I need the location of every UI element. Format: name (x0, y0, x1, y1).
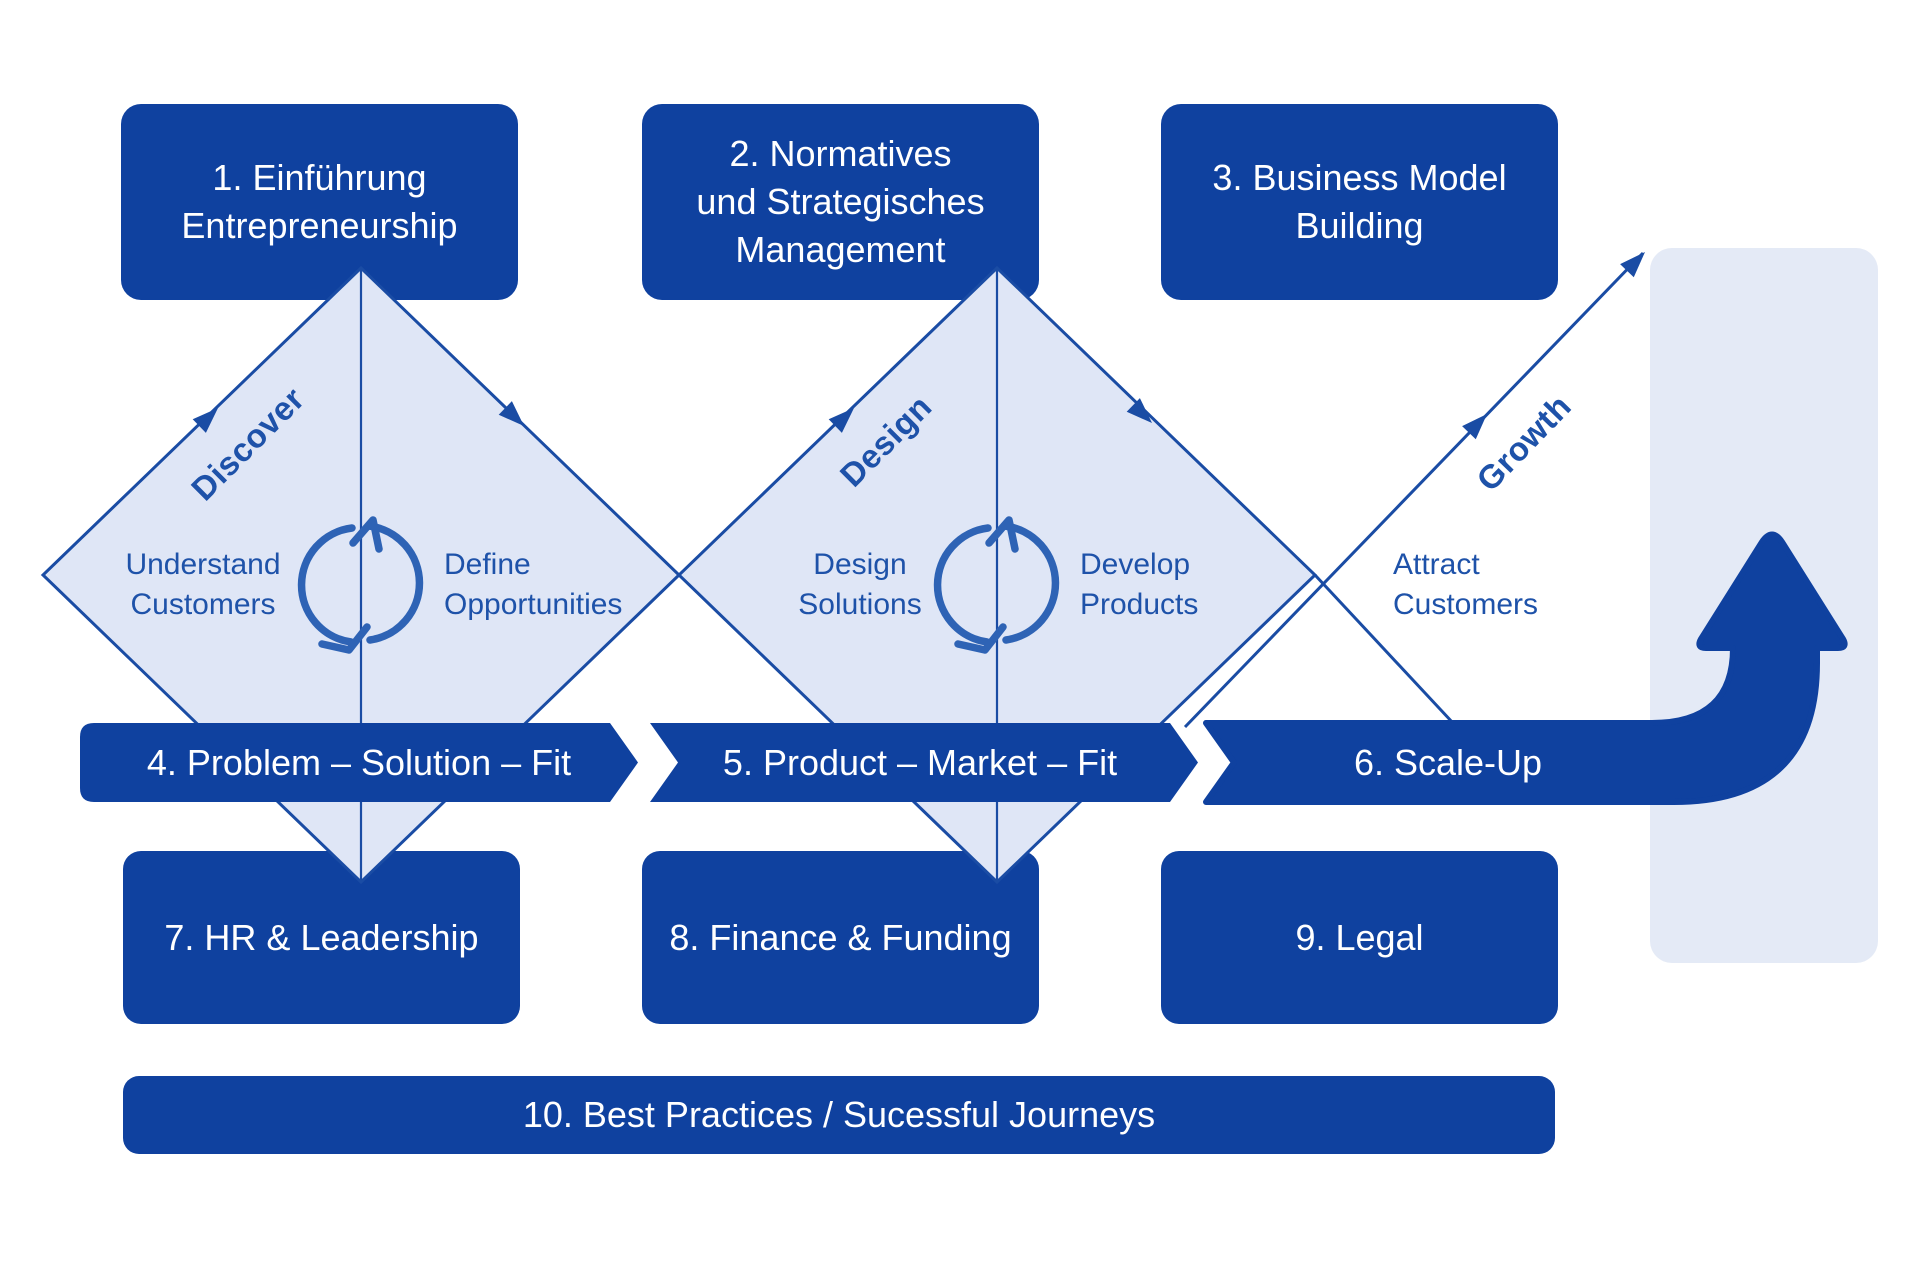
iteration-loop-icon (297, 516, 424, 654)
scale-up-curved-arrow (1203, 531, 1848, 805)
banner-4-shape (80, 723, 638, 802)
arrowhead-icon (498, 401, 524, 426)
arrowhead-icon (192, 408, 218, 433)
arrowhead-icon (828, 408, 854, 433)
attract-descending-line (1313, 573, 1455, 725)
box-7-rect (123, 851, 520, 1024)
box-3-rect (1161, 104, 1558, 300)
box-2-rect (642, 104, 1039, 300)
banner-5-shape (650, 723, 1198, 802)
box-10-rect (123, 1076, 1555, 1154)
arrowhead-icon (1620, 252, 1645, 278)
box-1-rect (121, 104, 518, 300)
box-8-rect (642, 851, 1039, 1024)
box-9-rect (1161, 851, 1558, 1024)
arrowhead-icon (1462, 414, 1487, 440)
iteration-loop-icon (933, 516, 1060, 654)
growth-line (1183, 251, 1645, 729)
arrowhead-icon (1126, 398, 1152, 423)
